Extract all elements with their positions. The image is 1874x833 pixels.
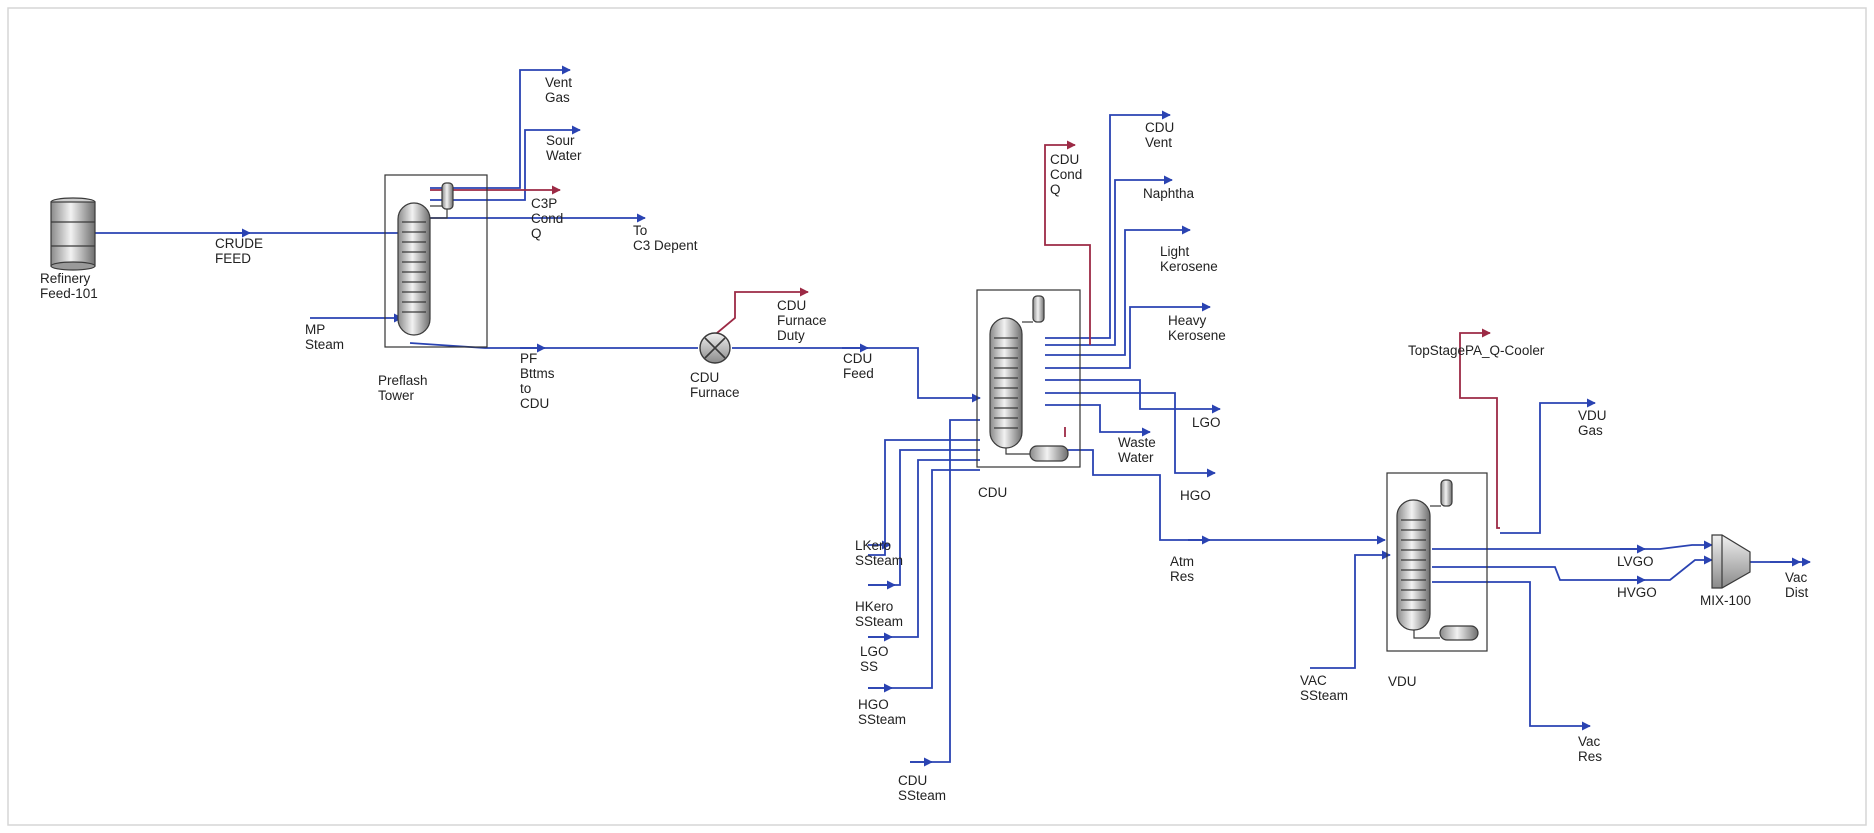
sour-water-stream[interactable] bbox=[430, 125, 581, 201]
cdu-furnace-duty-stream[interactable] bbox=[704, 287, 809, 344]
hgo-stream[interactable] bbox=[1045, 392, 1216, 478]
lkero-ssteam-stream[interactable] bbox=[868, 439, 980, 556]
lgo-ss-stream[interactable] bbox=[868, 459, 980, 638]
topstage-pa-q-cooler-label: TopStagePA_Q-Cooler bbox=[1408, 343, 1545, 358]
hvgo-stream[interactable] bbox=[1432, 555, 1713, 581]
naphtha-label: Naphtha bbox=[1143, 186, 1195, 201]
canvas-frame bbox=[7, 7, 1867, 826]
cdu-label: CDU bbox=[978, 485, 1007, 500]
hvgo-label: HVGO bbox=[1617, 585, 1657, 600]
vac-ssteam-stream[interactable] bbox=[1310, 550, 1391, 669]
cdu-cond-q-stream[interactable] bbox=[1044, 140, 1091, 345]
heavy-kerosene-stream[interactable] bbox=[1045, 302, 1211, 369]
cdu-column-icon[interactable] bbox=[976, 289, 1081, 468]
lgo-label: LGO bbox=[1192, 415, 1221, 430]
hgo-label: HGO bbox=[1180, 488, 1211, 503]
pf-bttms-to-cdu-stream[interactable] bbox=[409, 342, 698, 349]
vent-gas-stream[interactable] bbox=[430, 65, 571, 189]
mix-100-label: MIX-100 bbox=[1700, 593, 1751, 608]
vdu-label: VDU bbox=[1388, 674, 1417, 689]
vdu-column-icon[interactable] bbox=[1386, 472, 1488, 652]
hgo-ssteam-stream[interactable] bbox=[868, 469, 980, 689]
cdu-feed-stream[interactable] bbox=[732, 347, 981, 403]
cdu-furnace-icon[interactable] bbox=[699, 332, 731, 364]
preflash-tower-icon[interactable] bbox=[384, 174, 488, 348]
cdu-vent-stream[interactable] bbox=[1045, 110, 1171, 339]
vdu-gas-stream[interactable] bbox=[1500, 398, 1596, 534]
lvgo-stream[interactable] bbox=[1432, 540, 1713, 550]
light-kerosene-stream[interactable] bbox=[1045, 225, 1191, 356]
feed-drum-icon[interactable] bbox=[50, 197, 96, 271]
lvgo-label: LVGO bbox=[1617, 554, 1654, 569]
vac-res-stream[interactable] bbox=[1432, 581, 1591, 731]
mix-100-icon[interactable] bbox=[1711, 534, 1751, 589]
lgo-stream[interactable] bbox=[1045, 379, 1221, 414]
topstage-pa-q-cooler-stream[interactable] bbox=[1459, 328, 1500, 529]
waste-water-stream[interactable] bbox=[1045, 404, 1151, 437]
